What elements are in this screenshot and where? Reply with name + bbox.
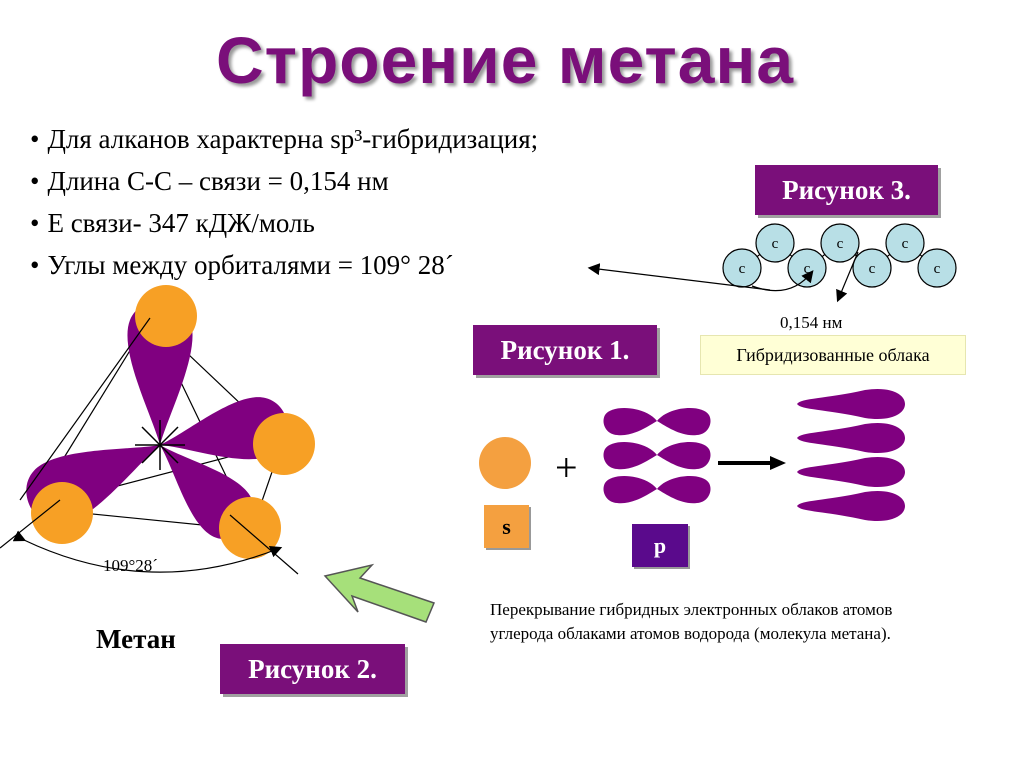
- bond-angle-label: 109°28´: [103, 556, 158, 575]
- p-orbital-label: p: [632, 524, 688, 567]
- bullet-list: Для алканов характерна sp³-гибридизация;…: [30, 118, 538, 286]
- hybrid-clouds-label: Гибридизованные облака: [700, 335, 966, 375]
- bond-length-pointer: [836, 251, 859, 303]
- reaction-arrow: [718, 456, 786, 470]
- p-orbitals: [603, 408, 711, 504]
- atom-label: с: [739, 261, 746, 277]
- atom-label: с: [804, 261, 811, 277]
- methane-diagram: [0, 285, 315, 575]
- figure-1-label: Рисунок 1.: [473, 325, 657, 375]
- bullet-item: Для алканов характерна sp³-гибридизация;: [30, 118, 538, 160]
- molecule-name: Метан: [96, 624, 176, 654]
- green-arrow: [323, 563, 436, 623]
- angle-pointer-arrow: [587, 263, 771, 291]
- atom-label: с: [837, 236, 844, 252]
- atom-label: с: [934, 261, 941, 277]
- s-orbital: [479, 437, 531, 489]
- bullet-item: Е связи- 347 кДЖ/моль: [30, 202, 538, 244]
- overlap-caption: Перекрывание гибридных электронных облак…: [490, 600, 893, 643]
- slide-title: Строение метана: [215, 23, 795, 97]
- hybrid-orbitals: [797, 388, 905, 522]
- bullet-item: Углы между орбиталями = 109° 28´: [30, 244, 538, 286]
- carbon-chain: с с с с с с с: [587, 223, 957, 303]
- bullet-item: Длина С-С – связи = 0,154 нм: [30, 160, 538, 202]
- bond-length-label: 0,154 нм: [780, 313, 843, 332]
- atom-label: с: [902, 236, 909, 252]
- hydrogen-s-orbitals: [31, 285, 315, 559]
- figure-2-label: Рисунок 2.: [220, 644, 405, 694]
- plus-sign: +: [555, 445, 578, 490]
- figure-3-label: Рисунок 3.: [755, 165, 938, 215]
- angle-arc: [12, 530, 283, 573]
- s-orbital-label: s: [484, 505, 529, 548]
- atom-label: с: [772, 236, 779, 252]
- atom-label: с: [869, 261, 876, 277]
